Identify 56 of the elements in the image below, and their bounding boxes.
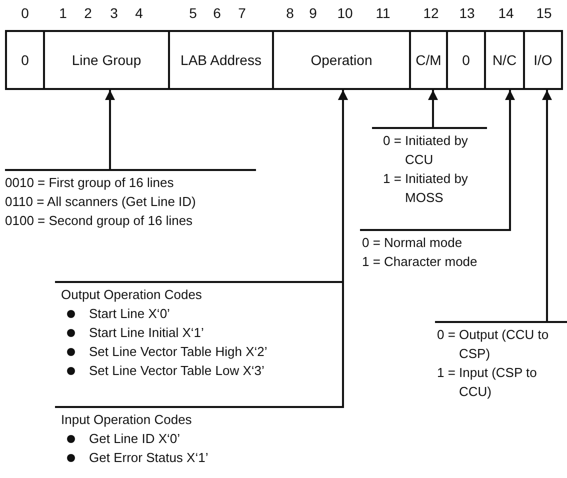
register-field	[446, 30, 486, 90]
field-label: I/O	[534, 50, 552, 70]
list-heading: Input Operation Codes	[61, 411, 193, 429]
code-description: 0 = Output (CCU to CSP)	[437, 326, 550, 363]
register-field	[523, 30, 563, 90]
list-item: Set Line Vector Table High X‘2’	[89, 343, 268, 361]
code-description: 1 = Initiated by MOSS	[383, 170, 469, 207]
arrow	[105, 90, 115, 170]
code-description: 1 = Character mode	[362, 253, 478, 271]
list-item: Get Error Status X‘1’	[89, 449, 210, 467]
arrow	[338, 90, 348, 407]
list-item: Start Line X‘0’	[89, 305, 171, 323]
register-field	[5, 30, 45, 90]
register-field	[409, 30, 448, 90]
list-item: Get Line ID X‘0’	[89, 430, 182, 448]
code-description: 0 = Initiated by CCU	[383, 132, 469, 169]
bit-number: 15	[536, 5, 552, 21]
code-description: 0100 = Second group of 16 lines	[5, 212, 194, 230]
bit-number: 0	[21, 5, 29, 21]
field-label: Line Group	[72, 50, 142, 70]
bit-number: 4	[135, 5, 143, 21]
bit-number: 7	[238, 5, 246, 21]
bit-number: 10	[337, 5, 353, 21]
arrow	[505, 90, 515, 230]
field-label: 0	[462, 50, 470, 70]
bit-number: 13	[459, 5, 475, 21]
annotation-block	[435, 321, 567, 401]
list-heading: Output Operation Codes	[61, 286, 203, 304]
code-description: 0 = Normal mode	[362, 234, 464, 252]
field-label: C/M	[416, 50, 442, 70]
code-description: 0110 = All scanners (Get Line ID)	[5, 193, 197, 211]
register-field	[484, 30, 525, 90]
bit-number: 2	[84, 5, 92, 21]
bit-number: 8	[286, 5, 294, 21]
bit-number: 5	[189, 5, 197, 21]
bit-number: 12	[423, 5, 439, 21]
arrow	[428, 90, 438, 128]
field-label: Operation	[310, 50, 372, 70]
register-field	[168, 30, 274, 90]
list-item: Start Line Initial X‘1’	[89, 324, 205, 342]
bit-number: 1	[59, 5, 67, 21]
field-label: 0	[21, 50, 29, 70]
bit-number: 11	[376, 5, 390, 21]
field-label: N/C	[492, 50, 517, 70]
bit-number: 3	[110, 5, 118, 21]
bit-number: 14	[498, 5, 514, 21]
list-item: Set Line Vector Table Low X‘3’	[89, 362, 266, 380]
bit-number: 6	[213, 5, 221, 21]
field-label: LAB Address	[180, 50, 262, 70]
register-field	[272, 30, 411, 90]
code-description: 1 = Input (CSP to CCU)	[437, 364, 538, 401]
code-description: 0010 = First group of 16 lines	[5, 174, 175, 192]
bit-number: 9	[309, 5, 317, 21]
annotation-block	[5, 169, 256, 230]
register-field	[43, 30, 170, 90]
arrow	[542, 90, 552, 322]
